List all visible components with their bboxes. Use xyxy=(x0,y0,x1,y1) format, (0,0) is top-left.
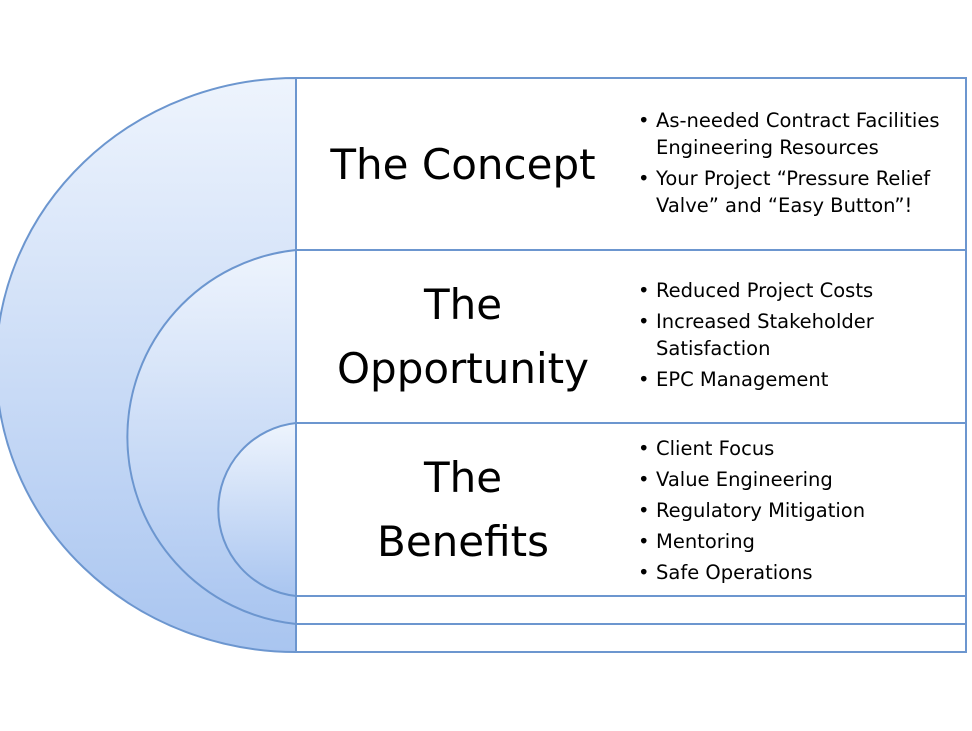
list-item: Increased Stakeholder Satisfaction xyxy=(636,308,966,362)
list-item: EPC Management xyxy=(636,366,966,393)
empty-band-2 xyxy=(295,623,967,653)
list-item: Your Project “Pressure Relief Valve” and… xyxy=(636,165,966,219)
benefits-title-line2: Benefits xyxy=(377,516,549,566)
inner-arc xyxy=(217,421,297,598)
benefits-bullet-list: Client Focus Value Engineering Regulator… xyxy=(636,435,966,590)
list-item: Regulatory Mitigation xyxy=(636,497,966,524)
list-item: As-needed Contract Facilities Engineerin… xyxy=(636,107,966,161)
benefits-title: The Benefits xyxy=(296,423,630,596)
opportunity-bullet-list: Reduced Project Costs Increased Stakehol… xyxy=(636,277,966,397)
list-item: Mentoring xyxy=(636,528,966,555)
list-item: Reduced Project Costs xyxy=(636,277,966,304)
list-item: Safe Operations xyxy=(636,559,966,586)
concept-title: The Concept xyxy=(296,78,630,250)
opportunity-title: The Opportunity xyxy=(296,250,630,423)
list-item: Client Focus xyxy=(636,435,966,462)
benefits-title-line1: The xyxy=(423,452,503,502)
empty-band-1 xyxy=(295,595,967,625)
opportunity-title-line2: Opportunity xyxy=(336,343,590,393)
concept-bullet-list: As-needed Contract Facilities Engineerin… xyxy=(636,107,966,223)
list-item: Value Engineering xyxy=(636,466,966,493)
concept-title-text: The Concept xyxy=(330,139,596,189)
opportunity-title-line1: The xyxy=(423,279,503,329)
